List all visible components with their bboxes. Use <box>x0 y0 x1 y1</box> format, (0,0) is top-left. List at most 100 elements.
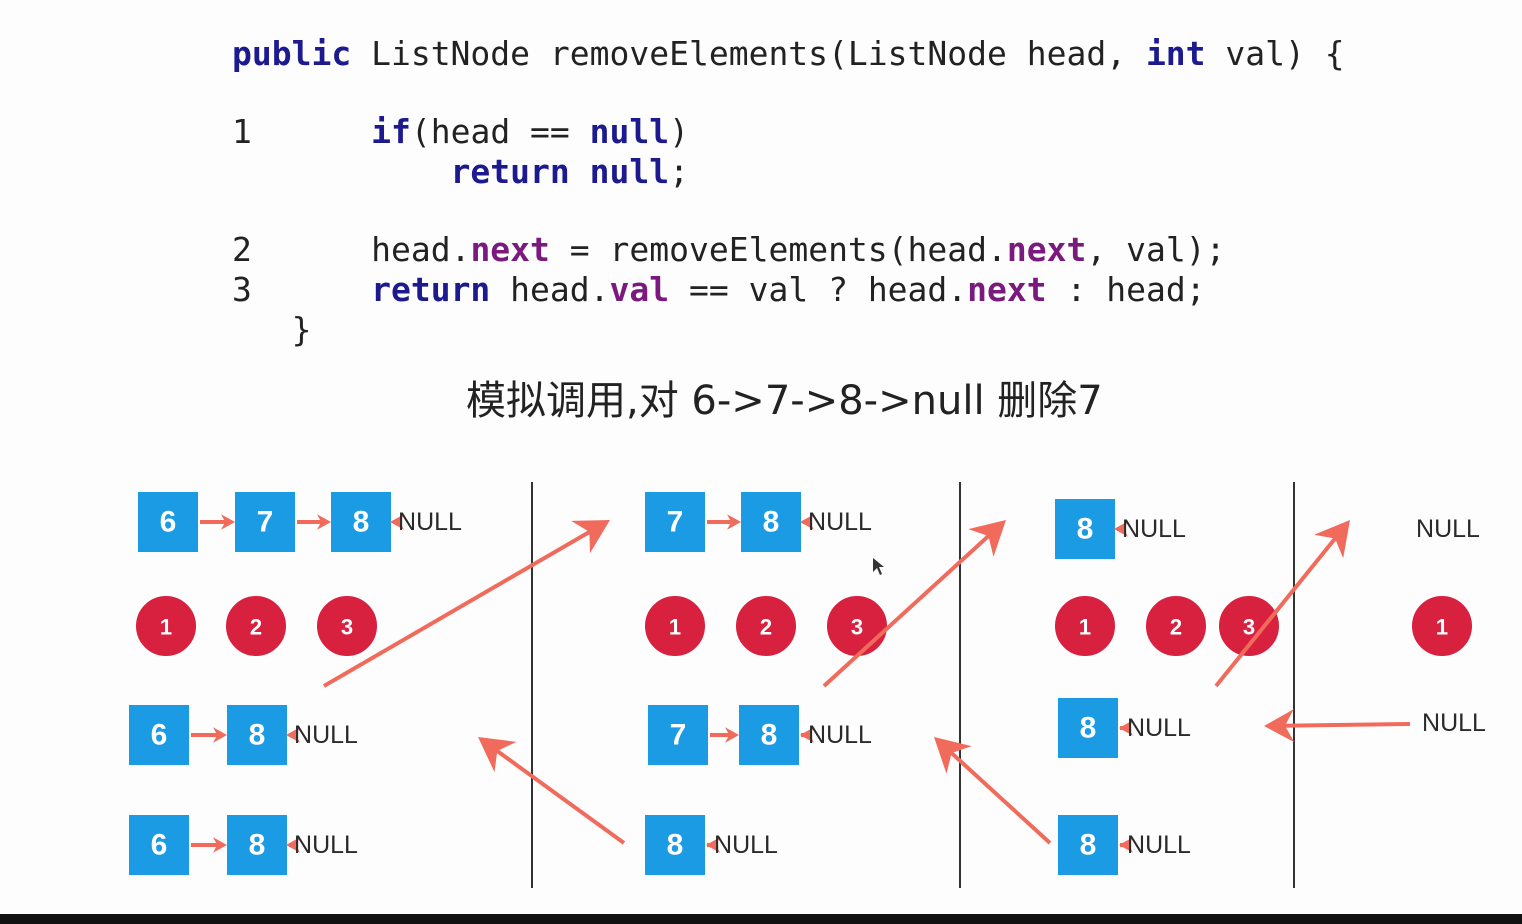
flow-arrow-return-1 <box>493 747 626 845</box>
code-token: = removeElements(head. <box>549 230 1007 269</box>
flow-arrow-up-2 <box>822 532 993 688</box>
p2-top-list-link-arrow-head <box>800 514 814 530</box>
p1-list-a-link-arrow-head <box>213 727 227 743</box>
p4-top-null: NULL <box>1416 515 1480 543</box>
code-token: } <box>291 310 312 349</box>
flow-arrow-up-3-head <box>1314 520 1350 559</box>
p1-list-a-node <box>129 705 189 765</box>
p2-circle-label: 3 <box>851 615 863 640</box>
p3-list-b-null: NULL <box>1127 831 1191 859</box>
code-token: head. <box>490 270 610 309</box>
p1-list-b-null: NULL <box>294 831 358 859</box>
flow-arrow-up-1-head <box>571 520 610 554</box>
p1-list-b-node <box>227 815 287 875</box>
flow-arrow-up-1 <box>322 528 594 688</box>
flow-arrow-return-1-head <box>478 737 517 773</box>
code-token: ) <box>669 112 690 151</box>
p2-list-a-link-arrow-head <box>725 727 739 743</box>
p1-list-a-node-value: 8 <box>249 719 266 752</box>
p2-circle <box>734 594 798 658</box>
flow-arrow-up-3 <box>1214 534 1339 688</box>
p2-top-list-node-value: 7 <box>667 506 684 539</box>
p1-list-b-link-arrow-head <box>286 837 300 853</box>
code-token: next <box>470 230 550 269</box>
p1-top-list-node-value: 8 <box>353 506 370 539</box>
p3-list-a-node-value: 8 <box>1080 712 1097 745</box>
p1-list-a-node-value: 6 <box>151 719 168 752</box>
p1-top-list-node <box>138 492 198 552</box>
flow-arrow-return-3 <box>1281 722 1411 728</box>
code-token: null <box>589 112 670 151</box>
p1-circle <box>315 594 379 658</box>
p1-top-list-null: NULL <box>398 508 462 536</box>
p1-list-a-node <box>227 705 287 765</box>
code-line-1: 1 if(head == null) <box>232 112 689 152</box>
code-token: public <box>232 34 352 73</box>
p3-circle <box>1144 594 1208 658</box>
code-line-close: } <box>232 310 312 350</box>
p1-list-b-link-arrow-head <box>213 837 227 853</box>
code-token: ListNode removeElements(ListNode head, <box>351 34 1146 73</box>
flow-arrow-up-2-head <box>968 520 1006 557</box>
code-token: int <box>1145 34 1206 73</box>
p4-circle-label: 1 <box>1436 615 1448 640</box>
code-token: return <box>450 152 570 191</box>
p2-list-a-node-value: 8 <box>761 719 778 752</box>
p1-top-list-link-arrow-head <box>390 514 404 530</box>
code-token: , val); <box>1086 230 1226 269</box>
p1-top-list-node-value: 6 <box>160 506 177 539</box>
p2-top-list-node-value: 8 <box>763 506 780 539</box>
p3-top-list-link-arrow-head <box>1114 521 1128 537</box>
p1-list-b-node-value: 6 <box>151 829 168 862</box>
p3-circle <box>1217 594 1281 658</box>
p2-list-a-null: NULL <box>808 721 872 749</box>
p2-top-list-node <box>645 492 705 552</box>
p2-list-a-link-arrow-head <box>800 727 814 743</box>
p3-top-list-null: NULL <box>1122 515 1186 543</box>
code-token: null <box>589 152 670 191</box>
p2-top-list-null: NULL <box>808 508 872 536</box>
p3-list-a-null: NULL <box>1127 714 1191 742</box>
code-token: (head == <box>410 112 590 151</box>
mouse-cursor-icon <box>873 558 884 575</box>
code-token: head. <box>371 230 471 269</box>
p2-top-list-link-arrow-head <box>727 514 741 530</box>
p3-list-b-node <box>1058 815 1118 875</box>
code-line-signature: public ListNode removeElements(ListNode … <box>232 34 1345 74</box>
p3-list-b-link-arrow-head <box>1119 837 1133 853</box>
flow-arrow-return-2-head <box>934 737 972 774</box>
p3-circle-label: 2 <box>1170 615 1182 640</box>
code-token: return <box>371 270 491 309</box>
p2-list-b-null: NULL <box>714 831 778 859</box>
code-token: ; <box>669 152 689 191</box>
line-number: 1 <box>232 112 252 151</box>
p3-top-list-node-value: 8 <box>1077 513 1094 546</box>
code-token: val <box>609 270 670 309</box>
code-token: next <box>1006 230 1087 269</box>
p2-circle-label: 1 <box>669 615 681 640</box>
p2-list-b-link-arrow-head <box>706 837 720 853</box>
p1-list-a-null: NULL <box>294 721 358 749</box>
p1-circle-label: 1 <box>160 615 172 640</box>
caption: 模拟调用,对 6->7->8->null 删除7 <box>466 378 1103 424</box>
code-token: val) { <box>1205 34 1345 73</box>
code-token: : head; <box>1046 270 1206 309</box>
code-token: next <box>967 270 1047 309</box>
p1-circle <box>224 594 288 658</box>
p2-circle <box>643 594 707 658</box>
p2-list-a-node <box>739 705 799 765</box>
p2-list-b-node-value: 8 <box>667 829 684 862</box>
line-number: 3 <box>232 270 252 309</box>
p1-top-list-link-arrow-head <box>317 514 331 530</box>
p1-list-b-node <box>129 815 189 875</box>
p3-list-a-node <box>1058 698 1118 758</box>
p2-top-list-node <box>741 492 801 552</box>
p2-list-a-node-value: 7 <box>670 719 687 752</box>
p3-list-a-link-arrow-head <box>1119 720 1133 736</box>
code-token: == val ? head. <box>669 270 968 309</box>
code-token: if <box>371 112 411 151</box>
p3-circle <box>1053 594 1117 658</box>
code-line-1b: return null; <box>232 152 689 192</box>
p1-circle-label: 2 <box>250 615 262 640</box>
